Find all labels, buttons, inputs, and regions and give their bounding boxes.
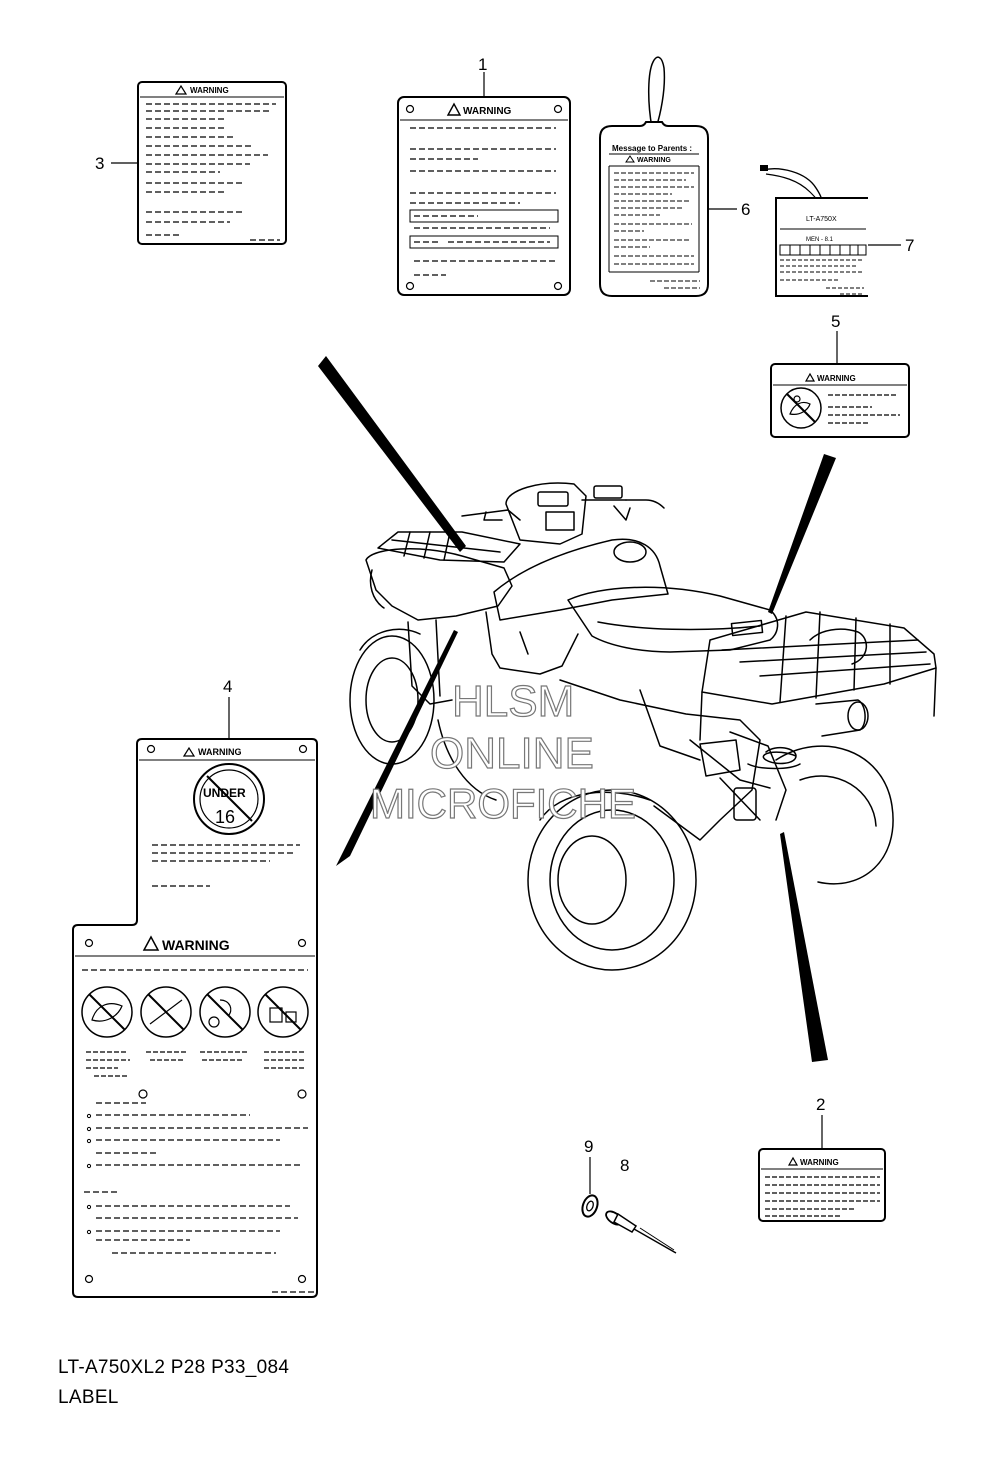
- spec-model: LT-A750X: [806, 216, 837, 223]
- callout-5: 5: [831, 312, 840, 331]
- pointer-to-label-1: [318, 356, 466, 552]
- callout-6: 6: [741, 200, 750, 219]
- diagram-title: LABEL: [58, 1387, 119, 1408]
- tag-text-lines: [614, 172, 700, 289]
- label-4-lower-warning: WARNING: [162, 937, 230, 953]
- spec-line: MEN - 8.1: [806, 237, 834, 243]
- callout-1: 1: [478, 55, 487, 74]
- label-1[interactable]: WARNING: [397, 96, 571, 296]
- warning-triangle-icon: [787, 1156, 799, 1166]
- pictogram-no-paved-road-icon: [140, 986, 192, 1038]
- bullet-dots: [86, 1113, 92, 1235]
- tag-warning: WARNING: [637, 157, 671, 164]
- label-2[interactable]: WARNING: [758, 1148, 886, 1222]
- label-6-hang-tag[interactable]: Message to Parents : WARNING: [599, 56, 709, 297]
- warning-triangle-icon: [182, 746, 196, 757]
- warning-triangle-icon: [446, 102, 462, 116]
- watermark: HLSM ONLINE MICROFICHE: [369, 676, 636, 827]
- no-passenger-icon: [780, 387, 822, 429]
- label-5-warning: WARNING: [817, 374, 856, 383]
- under-16-badge: UNDER 16: [193, 763, 265, 835]
- callout-9: 9: [584, 1137, 593, 1156]
- callout-7: 7: [905, 236, 914, 255]
- warning-triangle-icon: [804, 372, 816, 382]
- pictogram-no-overload-icon: [257, 986, 309, 1038]
- label-5[interactable]: WARNING: [770, 363, 910, 438]
- watermark-line-2: ONLINE: [430, 729, 594, 778]
- spec-text-lines: [780, 259, 864, 295]
- pictogram-caption-lines: [86, 1051, 306, 1077]
- label-2-warning: WARNING: [800, 1158, 839, 1167]
- warning-triangle-icon: [174, 84, 188, 95]
- label-3-text-lines: [146, 103, 280, 241]
- label-1-warning: WARNING: [463, 106, 512, 117]
- warning-triangle-icon: [625, 155, 635, 163]
- pictogram-no-passenger-icon: [81, 986, 133, 1038]
- warning-triangle-icon: [142, 935, 160, 951]
- pictogram-no-alcohol-icon: [199, 986, 251, 1038]
- atv-illustration: [349, 482, 937, 971]
- label-7-spec-label[interactable]: LT-A750X MEN - 8.1: [760, 165, 868, 297]
- callout-2: 2: [816, 1095, 825, 1114]
- part-8-rivet[interactable]: [604, 1209, 677, 1254]
- callout-4: 4: [223, 677, 232, 696]
- pointer-to-label-4: [336, 630, 458, 866]
- diagram-code: LT-A750XL2 P28 P33_084: [58, 1357, 290, 1378]
- label-3-warning: WARNING: [190, 86, 229, 95]
- spec-grid: [789, 245, 859, 255]
- callout-8: 8: [620, 1156, 629, 1175]
- label-4-upper-warning: WARNING: [198, 747, 242, 757]
- label-4-lower-text-lines: [84, 1102, 314, 1293]
- watermark-line-3: MICROFICHE: [370, 780, 636, 827]
- label-1-text-lines: [410, 127, 556, 276]
- label-4[interactable]: WARNING UNDER 16 WARNING: [72, 738, 318, 1298]
- pointer-to-label-5: [768, 454, 836, 614]
- label-2-text-lines: [765, 1176, 880, 1217]
- pointer-to-label-2: [780, 832, 828, 1062]
- callout-3: 3: [95, 154, 104, 173]
- part-9-washer[interactable]: [580, 1193, 601, 1218]
- label-5-text-lines: [828, 394, 900, 424]
- label-3[interactable]: WARNING: [137, 81, 287, 245]
- tag-heading: Message to Parents :: [612, 144, 692, 153]
- watermark-line-1: HLSM: [452, 677, 574, 726]
- badge-number: 16: [215, 807, 235, 827]
- label-4-upper-text-lines: [152, 844, 300, 887]
